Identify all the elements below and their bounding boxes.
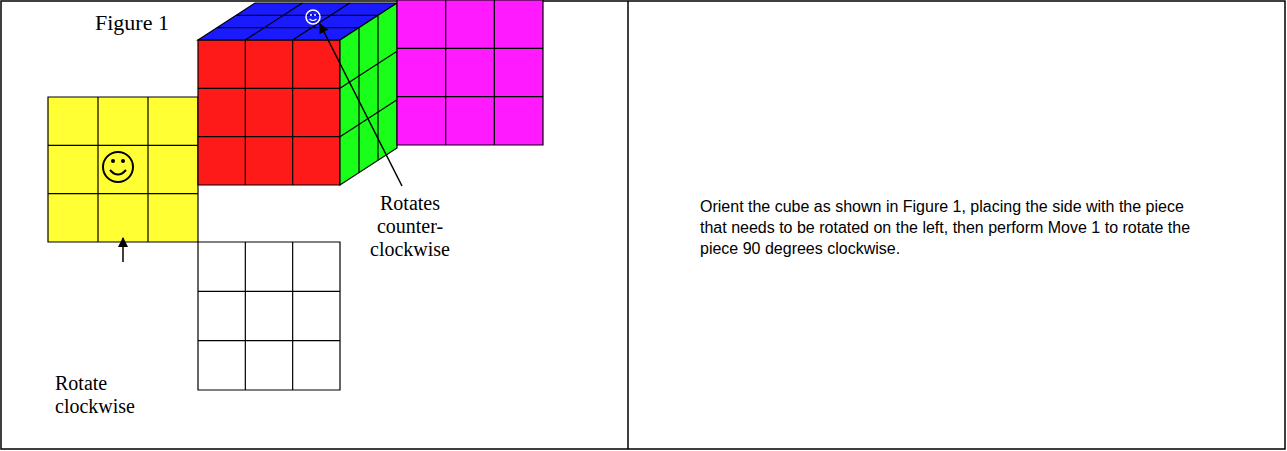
- leader-arrow: [320, 24, 402, 186]
- grid-line: [397, 96, 543, 97]
- cube-face: [198, 40, 340, 185]
- callout-text: Rotate clockwise: [55, 372, 155, 418]
- grid-line: [292, 242, 293, 390]
- small-smiley: [306, 10, 320, 24]
- grid-line: [397, 48, 543, 49]
- grid-line: [293, 3, 350, 40]
- figure-title: Figure 1: [95, 10, 169, 36]
- grid-line: [147, 97, 148, 242]
- instruction-text: Orient the cube as shown in Figure 1, pl…: [700, 196, 1200, 259]
- grid-line: [292, 40, 293, 185]
- cube-faces: [48, 0, 543, 390]
- callout-text: Rotates counter-clockwise: [355, 192, 465, 261]
- grid-line: [48, 145, 198, 146]
- grid-line: [245, 242, 246, 390]
- grid-line: [445, 0, 446, 145]
- cube-face: [198, 242, 340, 390]
- cube-face: [397, 0, 543, 145]
- grid-line: [198, 88, 340, 89]
- leader-arrow: [122, 238, 124, 262]
- grid-line: [198, 136, 340, 137]
- cube-face: [48, 97, 198, 242]
- grid-line: [198, 340, 340, 341]
- big-smiley: [103, 152, 133, 182]
- grid-line: [494, 0, 495, 145]
- table-divider: [627, 1, 629, 449]
- grid-line: [217, 27, 359, 28]
- grid-line: [97, 97, 98, 242]
- grid-line: [198, 291, 340, 292]
- grid-line: [340, 51, 397, 88]
- grid-line: [245, 40, 246, 185]
- grid-line: [48, 193, 198, 194]
- grid-line: [245, 3, 302, 40]
